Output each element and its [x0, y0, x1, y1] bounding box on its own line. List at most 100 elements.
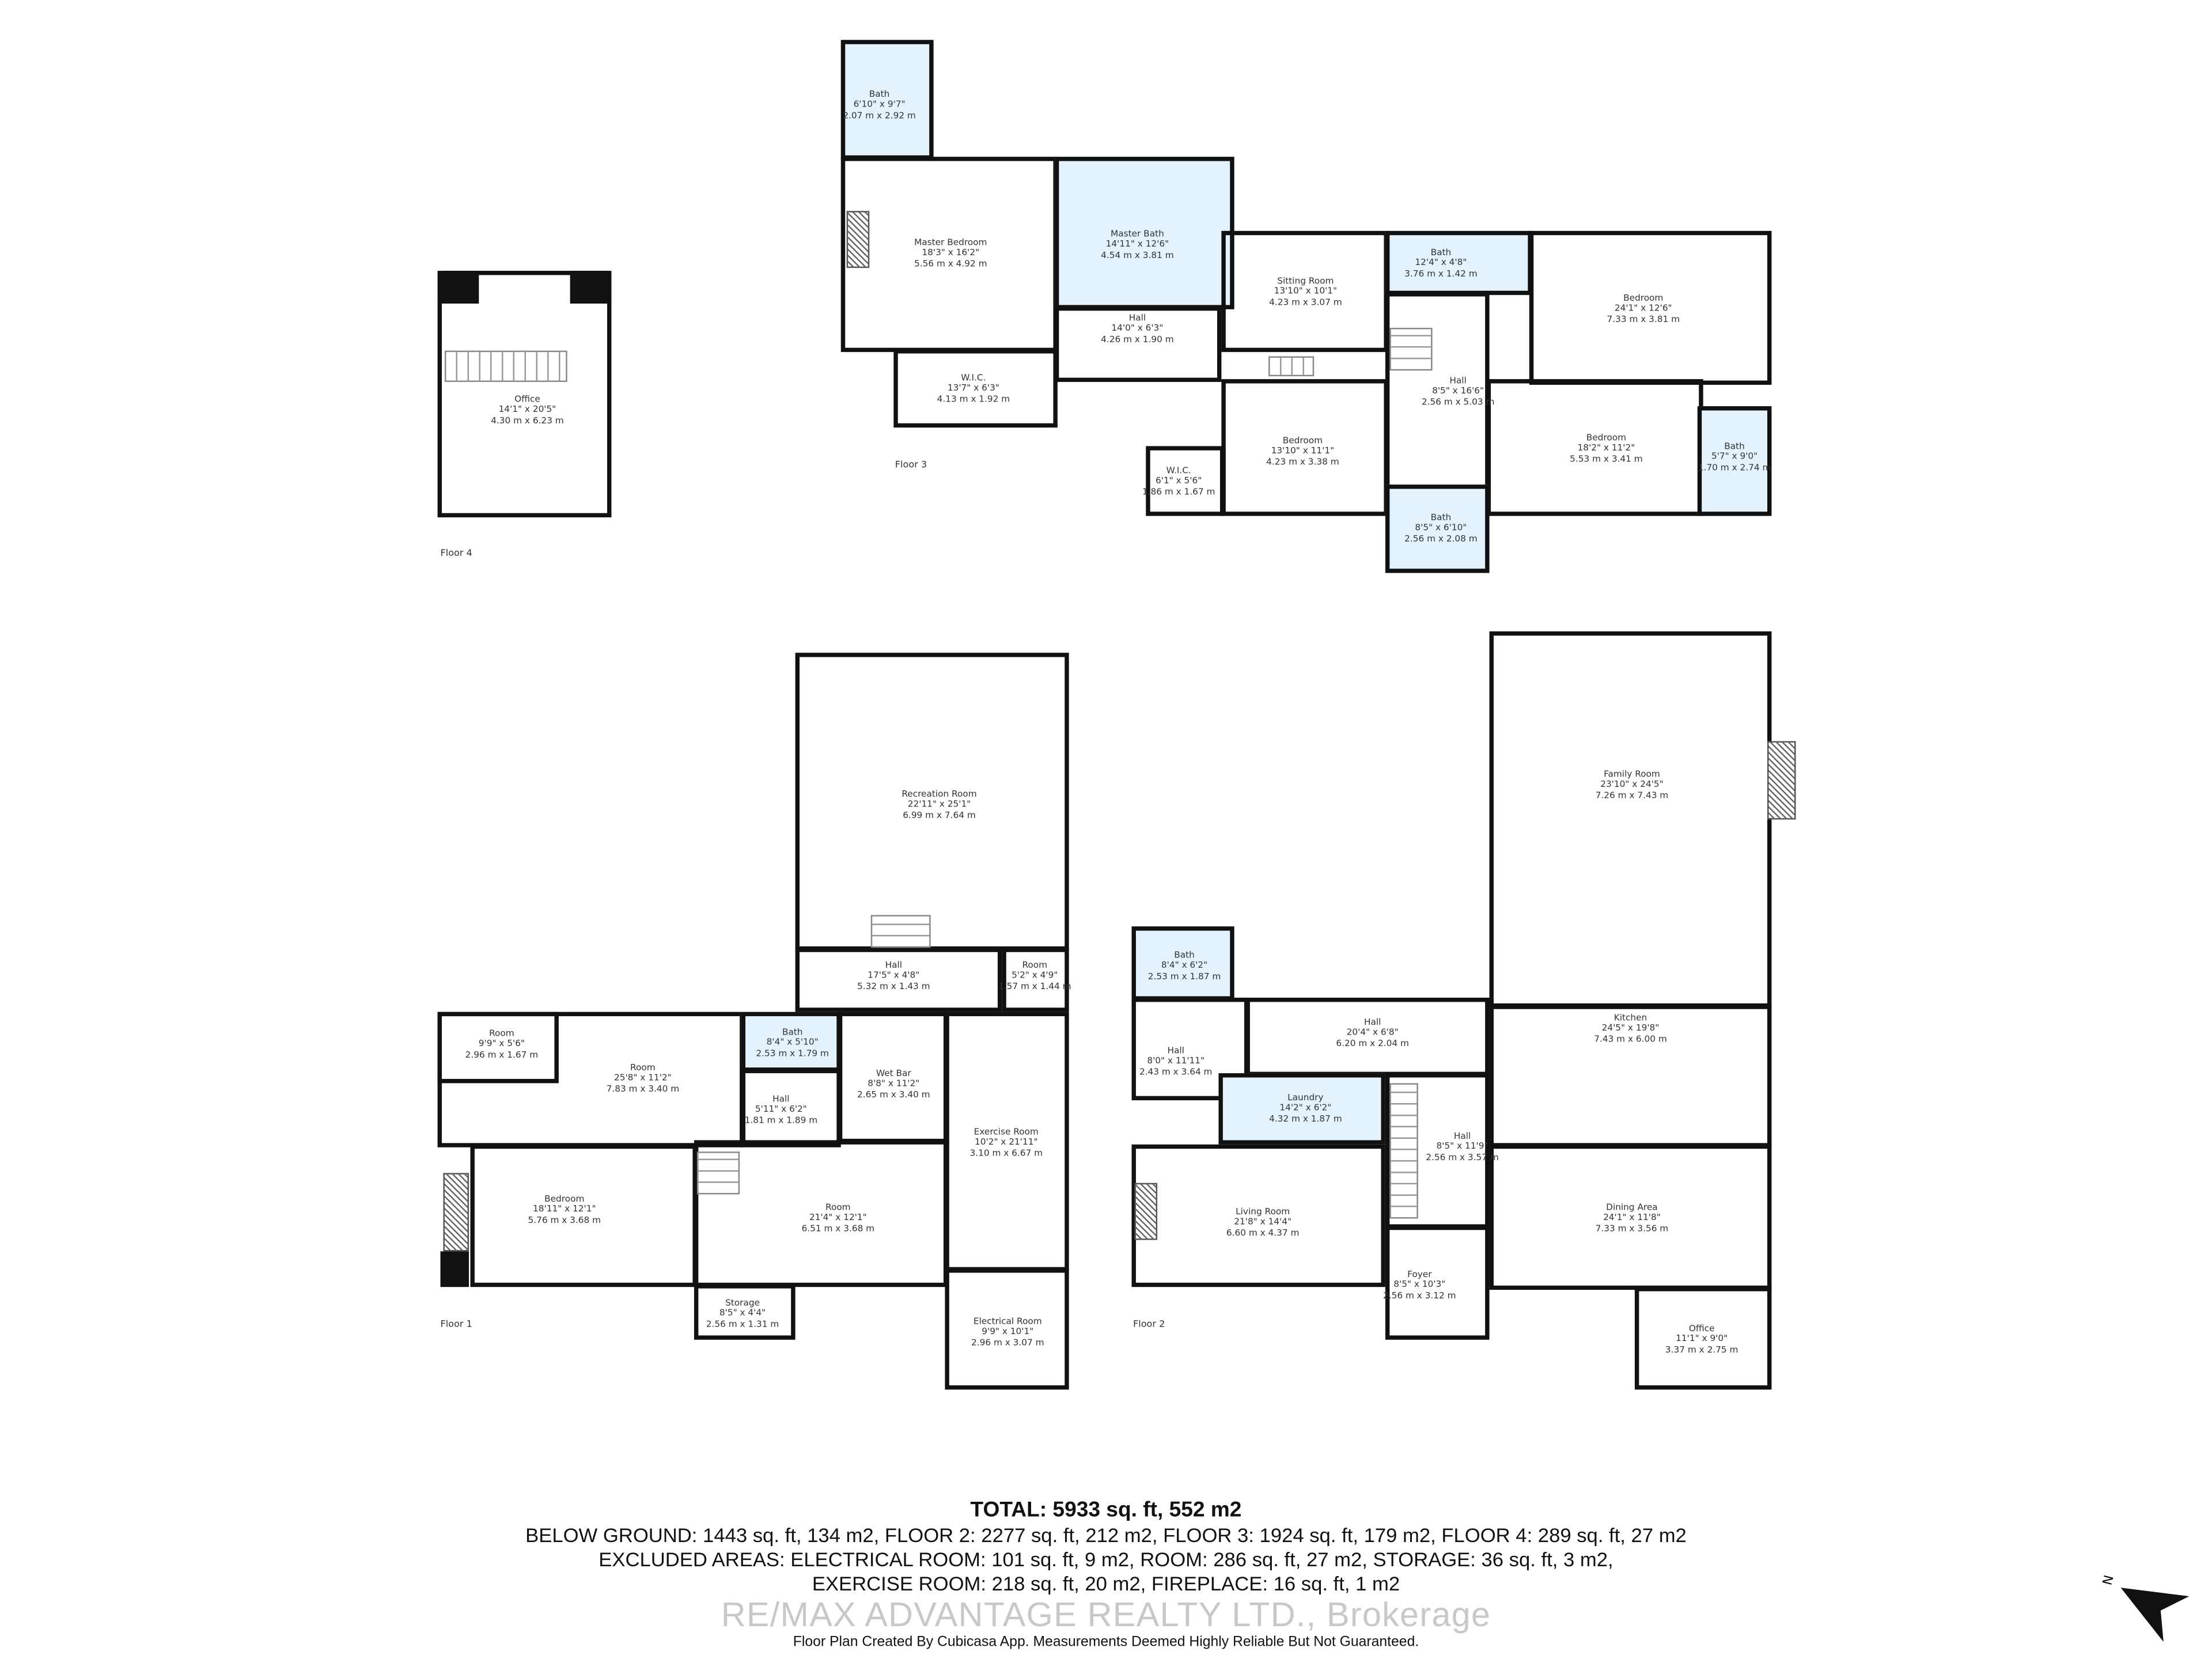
room-imperial: 5'11" x 6'2" [755, 1105, 807, 1115]
room-imperial: 24'1" x 12'6" [1614, 304, 1672, 315]
room-metric: 2.07 m x 2.92 m [843, 111, 916, 121]
room-imperial: 25'8" x 11'2" [613, 1074, 672, 1084]
room-metric: 7.33 m x 3.81 m [1607, 315, 1680, 325]
fireplace-icon [443, 1173, 469, 1252]
stairs-icon [1389, 328, 1433, 371]
room-metric: 2.53 m x 1.87 m [1147, 971, 1221, 982]
room-imperial: 12'4" x 4'8" [1415, 258, 1467, 269]
room-imperial: 8'5" x 11'9" [1436, 1142, 1488, 1153]
room-metric: 2.96 m x 1.67 m [465, 1050, 539, 1060]
stairs-icon [1268, 356, 1315, 377]
room-name: Hall [1128, 313, 1146, 324]
room-metric: 5.76 m x 3.68 m [528, 1215, 601, 1226]
room-imperial: 8'4" x 5'10" [766, 1038, 819, 1048]
room-imperial: 18'3" x 16'2" [922, 248, 980, 259]
room-imperial: 17'5" x 4'8" [868, 971, 920, 982]
room-imperial: 9'9" x 5'6" [478, 1039, 525, 1050]
wall-block [570, 271, 609, 304]
room-metric: 4.26 m x 1.90 m [1101, 334, 1174, 345]
room-outline [741, 1012, 841, 1072]
room-imperial: 5'2" x 4'9" [1012, 971, 1058, 982]
room-outline [694, 1140, 948, 1287]
room-name: Family Room [1604, 770, 1660, 780]
room-name: Exercise Room [974, 1127, 1039, 1138]
room-metric: 4.30 m x 6.23 m [491, 416, 564, 426]
room-imperial: 21'8" x 14'4" [1234, 1217, 1291, 1228]
room-metric: 6.99 m x 7.64 m [903, 810, 976, 821]
room-outline [1697, 406, 1772, 516]
room-outline [437, 271, 612, 518]
floor-label: Floor 1 [440, 1318, 472, 1330]
room-metric: 6.20 m x 2.04 m [1336, 1039, 1409, 1049]
room-metric: 7.33 m x 3.56 m [1595, 1224, 1669, 1234]
room-imperial: 8'5" x 16'6" [1432, 387, 1484, 397]
room-outline [795, 948, 1002, 1012]
room-name: Hall [1449, 376, 1467, 387]
room-name: Bedroom [1586, 433, 1627, 444]
room-name: Room [825, 1203, 851, 1213]
room-name: Bedroom [1282, 436, 1323, 446]
excluded-areas: EXCLUDED AREAS: ELECTRICAL ROOM: 101 sq.… [599, 1547, 1613, 1571]
fireplace-icon [846, 211, 870, 268]
room-imperial: 20'4" x 6'8" [1346, 1028, 1399, 1039]
room-imperial: 10'2" x 21'11" [975, 1138, 1038, 1148]
room-outline [1385, 1225, 1490, 1340]
room-name: Hall [1363, 1017, 1381, 1028]
room-imperial: 8'5" x 10'3" [1393, 1280, 1446, 1291]
room-imperial: 24'1" x 11'8" [1603, 1213, 1661, 1224]
room-imperial: 24'5" x 19'8" [1601, 1024, 1660, 1034]
room-name: Bedroom [1623, 293, 1664, 304]
total-area: TOTAL: 5933 sq. ft, 552 m2 [970, 1498, 1242, 1522]
room-imperial: 13'7" x 6'3" [947, 384, 999, 394]
stairs-icon [870, 915, 931, 948]
room-name: Hall [885, 960, 903, 971]
room-name: Office [1688, 1324, 1715, 1334]
room-metric: 4.32 m x 1.87 m [1269, 1114, 1342, 1124]
room-outline [1489, 631, 1772, 1008]
room-imperial: 18'2" x 11'2" [1577, 444, 1635, 454]
room-metric: 2.96 m x 3.07 m [971, 1338, 1044, 1349]
room-metric: 2.56 m x 3.57 m [1426, 1153, 1499, 1163]
room-label: W.I.C.13'7" x 6'3"4.13 m x 1.92 m [937, 373, 1010, 405]
room-imperial: 14'11" x 12'6" [1105, 240, 1169, 250]
room-metric: 1.70 m x 2.74 m [1698, 463, 1771, 473]
room-outline [1131, 1144, 1385, 1287]
room-name: W.I.C. [1166, 466, 1191, 476]
room-name: Laundry [1287, 1093, 1324, 1104]
room-metric: 4.23 m x 3.07 m [1269, 297, 1342, 308]
room-metric: 2.56 m x 5.03 m [1421, 397, 1495, 408]
room-imperial: 13'10" x 10'1" [1274, 287, 1338, 297]
room-label: W.I.C.6'1" x 5'6"1.86 m x 1.67 m [1142, 466, 1215, 498]
room-imperial: 9'9" x 10'1" [982, 1327, 1034, 1338]
room-outline [1634, 1287, 1772, 1390]
room-metric: 2.56 m x 1.31 m [706, 1319, 779, 1330]
room-name: Hall [1167, 1046, 1184, 1056]
room-name: Living Room [1236, 1207, 1290, 1217]
room-imperial: 13'10" x 11'1" [1271, 446, 1335, 457]
room-imperial: 23'10" x 24'5" [1600, 780, 1664, 790]
room-outline [840, 40, 934, 160]
